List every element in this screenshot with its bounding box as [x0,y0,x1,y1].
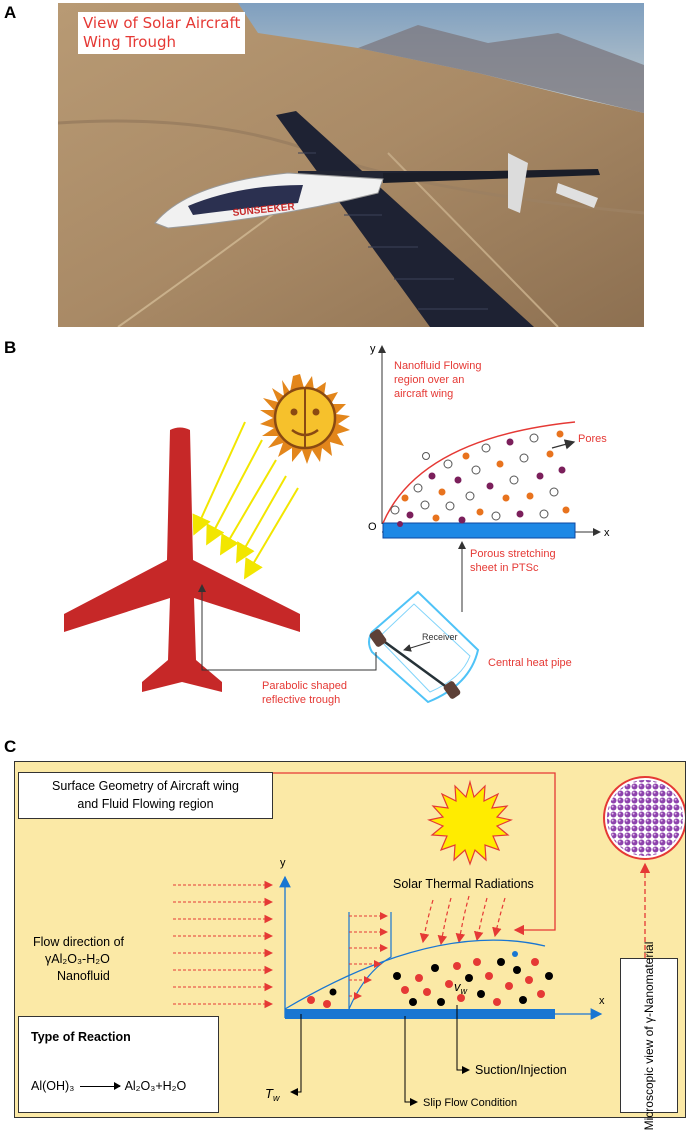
radiation-label: Solar Thermal Radiations [393,877,534,891]
velocity-profile-curve [348,912,392,1010]
nanoparticles-b [390,430,570,527]
caption-line-1: View of Solar Aircraft [83,14,241,32]
c-y-label: y [280,857,286,869]
solar-aircraft-photo: SUNSEEKER View of Solar Aircraft Wing Tr… [58,3,644,327]
reaction-equation: Al(OH)₃ Al₂O₃+H₂O [31,1079,186,1093]
reaction-box: Type of Reaction Al(OH)₃ Al₂O₃+H₂O [18,1016,219,1113]
receiver-end-left [369,629,387,647]
radiation-arrows [419,895,506,946]
sun-icon [427,779,513,866]
nanomaterial-particles [607,780,683,856]
b-y-label: y [370,343,376,355]
receiver-label: Receiver [422,632,458,642]
pores-arrow [551,439,576,450]
receiver-tube [377,635,453,693]
slip-label: Slip Flow Condition [423,1097,517,1109]
microscopic-view-box: Microscopic view of γ-Nanomaterial [620,941,678,1130]
vw-symbol: vw [454,979,468,996]
suction-connector [456,1005,470,1074]
flow-region-line-1: Nanofluid Flowing [394,360,481,372]
photo-caption: View of Solar Aircraft Wing Trough [78,12,246,54]
surface-to-region-arrow [273,772,556,936]
incoming-flow-arrows [173,880,274,1009]
flow-region-line-3: aircraft wing [394,388,453,400]
panel-b-diagram: y x O Nanofluid Flowing region over an a… [64,343,610,706]
c-boundary-curve [284,939,546,1010]
trough-line-2: reflective trough [262,694,340,706]
microscopic-view-label: Microscopic view of γ-Nanomaterial [642,941,656,1130]
aircraft-photo-illustration: SUNSEEKER [58,3,644,327]
boundary-layer-curve [382,421,576,524]
wing-surface-sheet [285,1009,555,1019]
suction-label: Suction/Injection [475,1063,567,1077]
pores-label: Pores [578,433,607,445]
slip-connector [404,1016,418,1106]
caption-line-2: Wing Trough [83,33,176,51]
surface-line-2: and Fluid Flowing region [77,797,214,811]
b-x-label: x [604,527,610,539]
receiver-pointer [403,641,431,652]
panel-c-diagram: Solar Thermal Radiations Flow direction … [33,772,685,1109]
plane-trough-connector [201,585,377,671]
sheet-line-1: Porous stretching [470,548,556,560]
tw-symbol: Tw [265,1086,280,1103]
tw-connector [290,1014,302,1096]
airplane-icon [64,427,300,692]
trough-line-1: Parabolic shaped [262,680,347,692]
surface-line-1: Surface Geometry of Aircraft wing [52,779,239,793]
surface-geometry-box: Surface Geometry of Aircraft wing and Fl… [18,772,273,819]
nanoparticles-c [307,951,553,1008]
product: Al₂O₃+H₂O [124,1079,187,1093]
panel-a-label: A [4,3,17,22]
reaction-title: Type of Reaction [31,1030,131,1044]
flow-direction-line-2: γAl₂O₃-H₂O [45,952,110,966]
reaction-arrow-icon [79,1082,121,1091]
panel-c-frame: Solar Thermal Radiations Flow direction … [14,761,686,1130]
solar-ray-arrows [192,421,299,580]
reactant: Al(OH)₃ [31,1079,75,1093]
sheet-line-2: sheet in PTSc [470,562,539,574]
sun-face-icon [260,374,350,464]
flow-direction-line-3: Nanofluid [57,969,110,983]
porous-stretching-sheet [382,522,576,539]
flow-region-line-2: region over an [394,374,464,386]
parabolic-trough: Receiver [368,590,480,704]
panel-c-label: C [4,737,17,756]
c-x-label: x [599,995,605,1007]
flow-direction-line-1: Flow direction of [33,935,125,949]
heat-pipe-label: Central heat pipe [488,657,572,669]
panel-b-label: B [4,338,17,357]
b-origin-label: O [368,521,377,533]
velocity-profile-arrows [349,912,388,1000]
receiver-end-right [443,681,461,699]
